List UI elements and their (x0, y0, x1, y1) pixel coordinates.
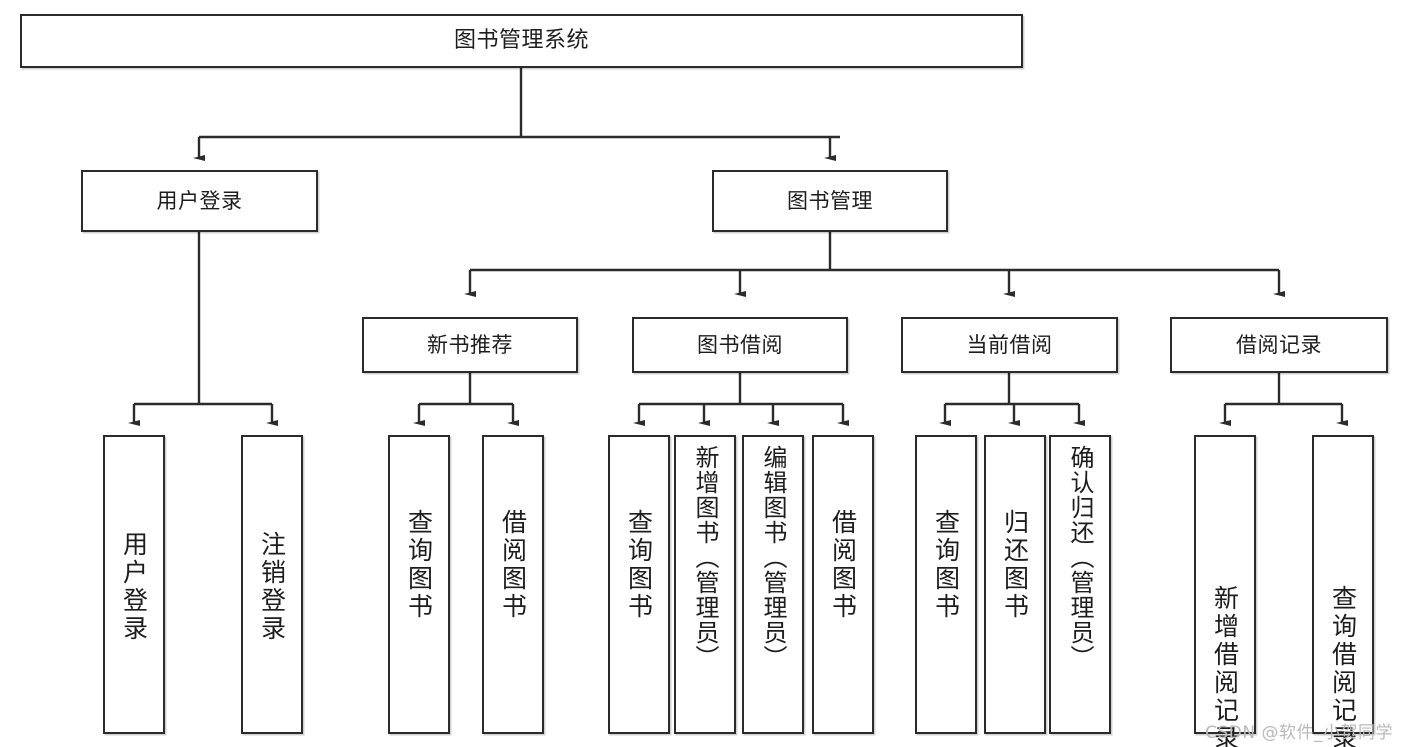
node-label: 新书推荐 (427, 332, 513, 357)
node-label: 新增图书（管理员） (691, 445, 719, 670)
node-label: 编辑图书（管理员） (759, 445, 787, 670)
node-label: 确认归还（管理员） (1066, 445, 1094, 670)
node-label: 查询图书 (404, 509, 434, 621)
leaf-add-borrow-record[interactable]: 新增借阅记录 (1194, 435, 1256, 747)
leaf-query-book-current[interactable]: 查询图书 (915, 435, 977, 734)
node-user-login[interactable]: 用户登录 (81, 170, 318, 232)
node-label: 归还图书 (1000, 509, 1030, 621)
node-label: 注销登录 (257, 531, 287, 643)
watermark: CSDN @软件_小贺同学 (1205, 723, 1393, 743)
node-label: 图书管理 (787, 188, 873, 213)
node-label: 新增借阅记录 (1210, 585, 1240, 747)
node-label: 图书借阅 (697, 332, 783, 357)
node-label: 查询借阅记录 (1328, 585, 1358, 747)
leaf-query-borrow-record[interactable]: 查询借阅记录 (1312, 435, 1374, 747)
node-borrow-records[interactable]: 借阅记录 (1170, 317, 1388, 373)
node-book-borrow[interactable]: 图书借阅 (632, 317, 848, 373)
leaf-return-book[interactable]: 归还图书 (984, 435, 1046, 734)
node-label: 借阅记录 (1236, 332, 1322, 357)
leaf-edit-book-admin[interactable]: 编辑图书（管理员） (742, 435, 804, 734)
leaf-user-login[interactable]: 用户登录 (103, 435, 165, 734)
leaf-borrow-book-recommend[interactable]: 借阅图书 (482, 435, 544, 734)
node-label: 查询图书 (624, 509, 654, 621)
node-label: 借阅图书 (828, 509, 858, 621)
leaf-borrow-book[interactable]: 借阅图书 (812, 435, 874, 734)
node-label: 图书管理系统 (453, 28, 589, 54)
leaf-logout[interactable]: 注销登录 (241, 435, 303, 734)
node-label: 借阅图书 (498, 509, 528, 621)
node-current-borrow[interactable]: 当前借阅 (901, 317, 1118, 373)
leaf-query-book-borrow[interactable]: 查询图书 (608, 435, 670, 734)
node-book-management[interactable]: 图书管理 (712, 170, 948, 232)
node-label: 用户登录 (119, 531, 149, 643)
node-label: 查询图书 (931, 509, 961, 621)
leaf-confirm-return-admin[interactable]: 确认归还（管理员） (1049, 435, 1111, 734)
leaf-add-book-admin[interactable]: 新增图书（管理员） (674, 435, 736, 734)
node-label: 用户登录 (156, 188, 243, 213)
node-label: 当前借阅 (966, 332, 1053, 357)
node-new-book-recommend[interactable]: 新书推荐 (362, 317, 578, 373)
leaf-query-book-recommend[interactable]: 查询图书 (388, 435, 450, 734)
node-root-book-management-system[interactable]: 图书管理系统 (20, 14, 1023, 68)
